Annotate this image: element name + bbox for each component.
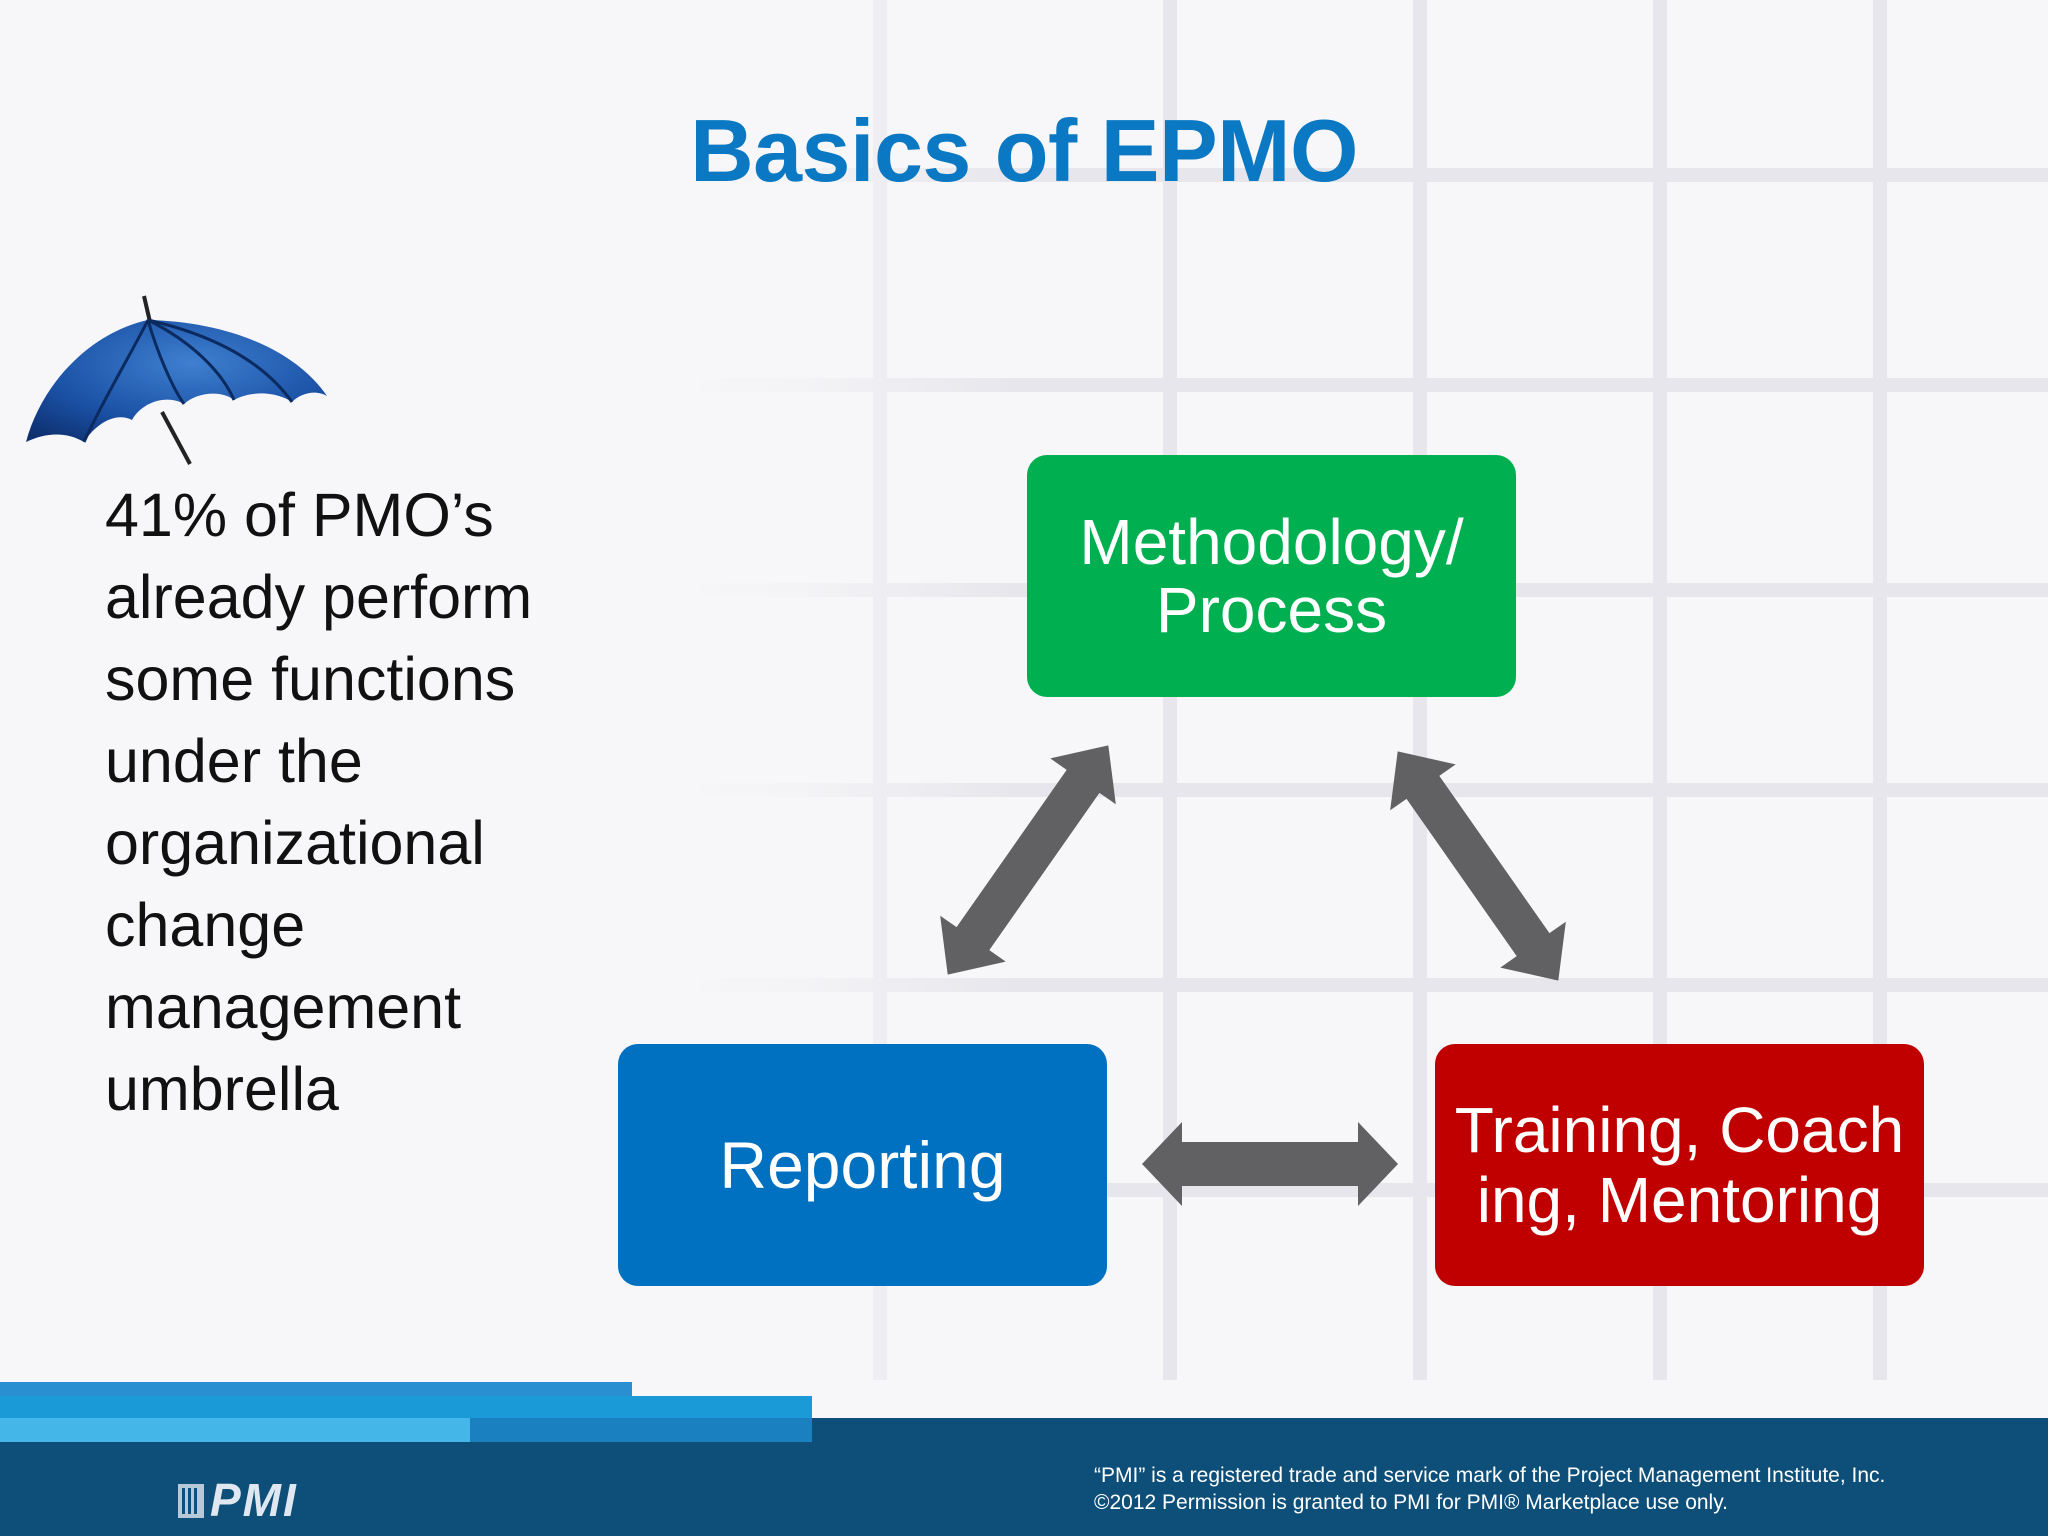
- disclaimer-line-2: ©2012 Permission is granted to PMI for P…: [1094, 1491, 1728, 1514]
- node-training-line2: ing, Mentoring: [1476, 1164, 1883, 1236]
- footer-band: [0, 1382, 2048, 1536]
- arrow-methodology-reporting: [940, 745, 1116, 975]
- node-training-line1: Training, Coach: [1454, 1094, 1905, 1166]
- node-reporting-label: Reporting: [719, 1128, 1006, 1202]
- umbrella-icon: [26, 295, 327, 465]
- node-methodology-line2: Process: [1155, 574, 1388, 646]
- pmi-logo: PMI: [210, 1474, 298, 1526]
- node-training-coaching-mentoring: Training, Coach ing, Mentoring: [1435, 1044, 1924, 1286]
- slide-title: Basics of EPMO: [690, 101, 1358, 200]
- node-methodology-process: Methodology/ Process: [1027, 455, 1516, 697]
- arrow-reporting-training: [1142, 1122, 1398, 1206]
- arrow-methodology-training: [1390, 751, 1566, 981]
- umbrella-statement: 41% of PMO’s already perform some functi…: [105, 481, 533, 1123]
- node-reporting: Reporting: [618, 1044, 1107, 1286]
- disclaimer-line-1: “PMI” is a registered trade and service …: [1094, 1464, 1886, 1487]
- trademark-disclaimer: “PMI” is a registered trade and service …: [1094, 1462, 2034, 1516]
- pmi-logo-mark: [178, 1484, 204, 1518]
- node-methodology-line1: Methodology/: [1079, 506, 1464, 578]
